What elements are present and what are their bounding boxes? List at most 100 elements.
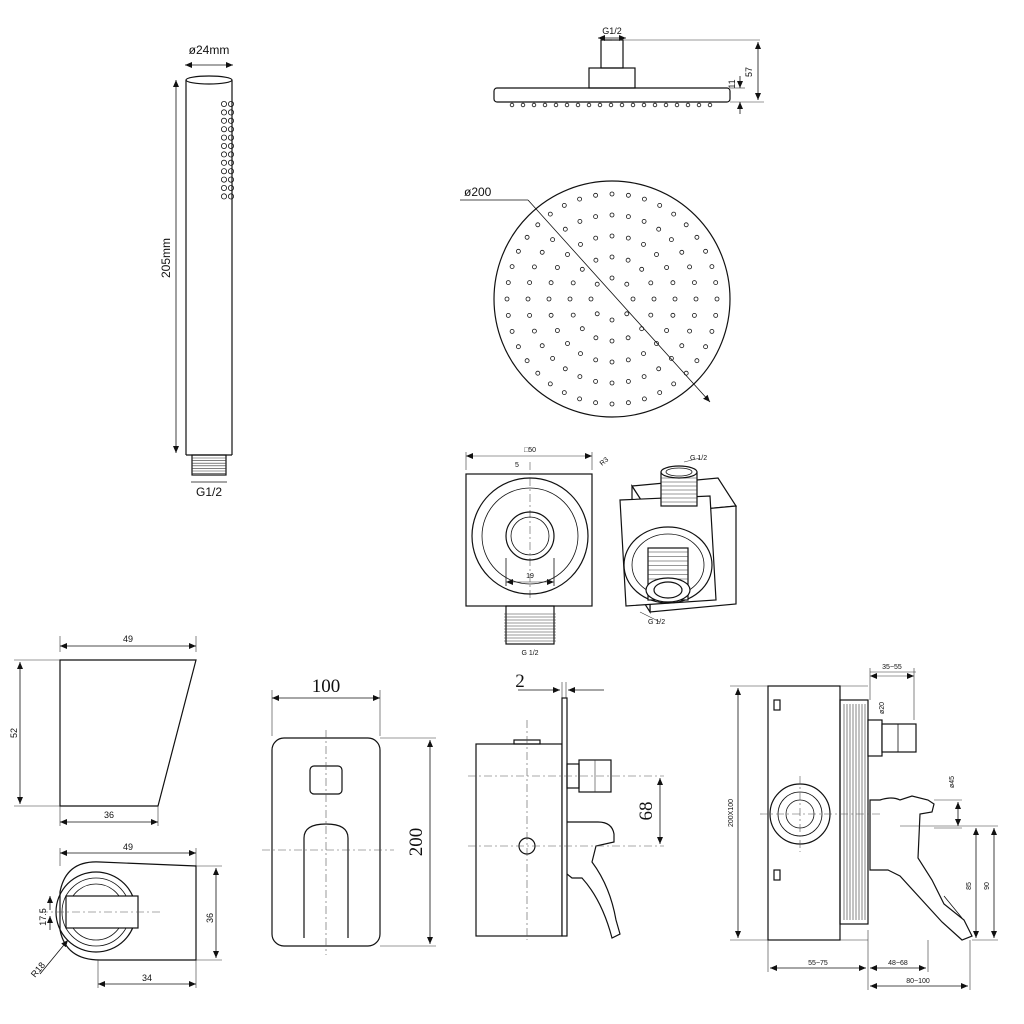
spray-dot bbox=[671, 211, 677, 217]
spray-dot bbox=[709, 264, 715, 270]
head-side-thread-label: G1/2 bbox=[602, 26, 622, 36]
spray-dot bbox=[670, 280, 676, 286]
spray-dot bbox=[624, 281, 630, 287]
spray-dot bbox=[657, 202, 663, 208]
spray-dot bbox=[707, 102, 713, 108]
elbow-iso-top-thread-label: G 1/2 bbox=[690, 455, 707, 462]
spray-dot bbox=[625, 357, 631, 363]
spray-dot bbox=[609, 212, 615, 218]
spray-dot bbox=[527, 312, 532, 318]
nozzle bbox=[220, 117, 227, 124]
nozzle bbox=[220, 176, 227, 183]
head-side-thickness-label: 11 bbox=[727, 79, 737, 88]
spray-dot bbox=[669, 237, 674, 243]
spray-dot bbox=[642, 396, 647, 402]
spray-dot bbox=[664, 328, 669, 333]
spray-dot bbox=[696, 102, 702, 108]
spray-dot bbox=[588, 296, 594, 302]
spray-dot bbox=[579, 266, 585, 272]
spray-dot bbox=[578, 351, 583, 357]
spray-dot bbox=[555, 265, 560, 270]
spray-dot bbox=[656, 226, 662, 232]
spray-dot bbox=[546, 296, 552, 302]
spray-dot bbox=[520, 102, 526, 108]
hand-shower-nozzles bbox=[220, 101, 234, 200]
spray-dot bbox=[555, 328, 560, 333]
spray-dot bbox=[532, 328, 537, 334]
spray-dot bbox=[641, 374, 647, 380]
spray-dot bbox=[713, 312, 719, 318]
spray-dot bbox=[548, 280, 554, 286]
nozzle bbox=[227, 168, 234, 175]
spray-dot bbox=[535, 370, 541, 376]
spray-dot bbox=[594, 311, 600, 317]
spray-dot bbox=[561, 390, 567, 396]
holder-side-view: 49 52 36 bbox=[9, 634, 197, 826]
spray-dot bbox=[547, 381, 553, 387]
nozzle bbox=[227, 117, 234, 124]
spray-dot bbox=[547, 211, 553, 217]
plate-side-thickness-label: 2 bbox=[515, 671, 525, 692]
spray-dot bbox=[550, 355, 555, 361]
spray-dot bbox=[593, 335, 599, 341]
spray-dot bbox=[630, 102, 636, 108]
spray-dot bbox=[593, 257, 599, 263]
spray-dot bbox=[648, 280, 654, 286]
spray-dot bbox=[593, 235, 599, 241]
spray-dot bbox=[609, 254, 615, 260]
spray-dot bbox=[593, 192, 598, 198]
spray-dot bbox=[597, 102, 603, 108]
spray-dot bbox=[565, 252, 570, 257]
holder-plan-radius-label: R18 bbox=[29, 960, 47, 979]
spray-dot bbox=[505, 312, 511, 318]
valve-mid-depth-label: 48~68 bbox=[888, 960, 908, 967]
spray-dot bbox=[577, 396, 582, 402]
spray-dot bbox=[685, 102, 691, 108]
nozzle bbox=[220, 109, 227, 116]
head-side-height-label: 57 bbox=[744, 67, 754, 77]
spray-dot bbox=[609, 380, 615, 386]
plate-front-height-label: 200 bbox=[406, 828, 427, 857]
spray-dot bbox=[693, 296, 699, 302]
valve-left-depth-label: 55~75 bbox=[808, 960, 828, 967]
nozzle bbox=[227, 184, 234, 191]
spray-dot bbox=[509, 264, 515, 270]
spray-dot bbox=[625, 335, 631, 341]
spray-dot bbox=[654, 341, 659, 346]
valve-box-section-view: 35~55 200X100 ø20 ø45 85 90 bbox=[728, 664, 998, 990]
spray-dot bbox=[663, 102, 669, 108]
spray-dot bbox=[524, 358, 530, 364]
spray-dot bbox=[652, 102, 658, 108]
spray-dot bbox=[683, 222, 689, 228]
holder-plan-depth-label: 36 bbox=[205, 913, 215, 923]
holder-plan-view: 49 36 17.5 R18 34 bbox=[29, 842, 222, 988]
spray-dot bbox=[553, 102, 559, 108]
spray-dot bbox=[527, 280, 532, 286]
spray-dot bbox=[593, 400, 598, 406]
spray-dot bbox=[509, 328, 515, 334]
spray-dot bbox=[692, 312, 697, 318]
spray-dot bbox=[657, 390, 663, 396]
spray-dot bbox=[630, 296, 636, 302]
nozzle bbox=[227, 109, 234, 116]
holder-side-top-width-label: 49 bbox=[123, 634, 133, 644]
spray-dot bbox=[577, 196, 582, 202]
elbow-bottom-thread-label: G 1/2 bbox=[521, 650, 538, 657]
spray-dot bbox=[669, 355, 674, 361]
spray-dot bbox=[713, 280, 719, 286]
spray-dot bbox=[641, 351, 646, 357]
spray-dot bbox=[656, 366, 662, 372]
nozzle bbox=[220, 142, 227, 149]
hand-shower-length-label: 205mm bbox=[159, 238, 173, 278]
spray-dot bbox=[609, 401, 615, 407]
spray-dot bbox=[692, 280, 697, 286]
valve-total-depth-label: 80~100 bbox=[906, 978, 930, 985]
spray-dot bbox=[626, 400, 631, 406]
holder-plan-offset-label: 17.5 bbox=[38, 908, 48, 926]
spray-dot bbox=[570, 312, 576, 318]
spray-dot bbox=[687, 328, 692, 334]
spray-dot bbox=[694, 358, 700, 364]
shower-head-side-view: G1/2 57 11 bbox=[493, 26, 764, 114]
spray-dot bbox=[539, 343, 545, 349]
